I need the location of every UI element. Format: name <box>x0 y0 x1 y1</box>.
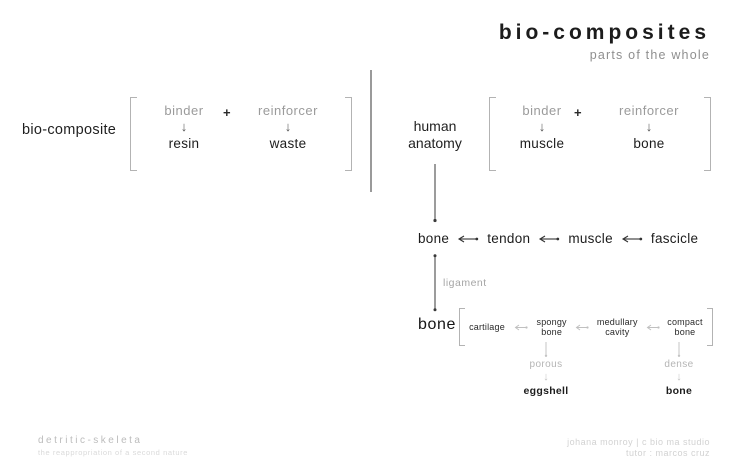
left-arrow-dot-icon <box>621 235 643 242</box>
example-label: eggshell <box>523 385 569 397</box>
right-bracket-close-icon <box>704 97 711 171</box>
compact-bone-branch: dense ↓ bone <box>647 342 711 397</box>
spongy-bone-branch: porous ↓ eggshell <box>514 342 578 397</box>
left-bracket-close-icon <box>345 97 352 171</box>
left-binder-column: binder ↓ resin <box>142 103 226 151</box>
binder-label: binder <box>522 103 562 118</box>
ligament-connector-icon <box>431 254 439 312</box>
down-arrow-icon: ↓ <box>180 119 188 134</box>
chain-item: muscle <box>568 231 613 246</box>
anatomy-down-arrow-icon <box>431 164 439 224</box>
plus-sign: + <box>223 105 231 120</box>
binder-value: muscle <box>519 136 565 151</box>
example-label: bone <box>665 385 693 397</box>
down-connector-icon <box>544 342 548 357</box>
bone-label: bone <box>418 316 456 333</box>
footer-project: detritic-skeleta the reappropriation of … <box>38 435 188 457</box>
right-binder-column: binder ↓ muscle <box>500 103 584 151</box>
chain-item: bone <box>418 231 450 246</box>
chain-item: fascicle <box>650 231 699 246</box>
credit-line: johana monroy | c bio ma studio <box>567 437 710 447</box>
page-title: bio-composites <box>498 21 710 44</box>
footer-credits: johana monroy | c bio ma studio tutor : … <box>567 437 710 459</box>
plus-sign: + <box>574 105 582 120</box>
structure-item: compact bone <box>667 317 703 337</box>
tissue-chain: bone tendon muscle fascicle <box>418 231 698 246</box>
left-arrow-dot-icon <box>514 324 528 330</box>
property-label: dense <box>664 359 694 370</box>
reinforcer-value: bone <box>633 136 665 151</box>
chain-item: tendon <box>487 231 531 246</box>
left-reinforcer-column: reinforcer ↓ waste <box>246 103 330 151</box>
left-formula-label: bio-composite <box>22 122 117 138</box>
binder-value: resin <box>168 136 200 151</box>
project-subtitle: the reappropriation of a second nature <box>38 448 188 457</box>
structure-item: cartilage <box>469 322 505 332</box>
right-formula-label: human anatomy <box>408 118 462 151</box>
left-arrow-dot-icon <box>539 235 560 242</box>
structure-item: spongy bone <box>536 317 567 337</box>
down-arrow-icon: ↓ <box>543 371 549 383</box>
reinforcer-value: waste <box>269 136 307 151</box>
down-arrow-icon: ↓ <box>284 119 292 134</box>
reinforcer-label: reinforcer <box>619 103 679 118</box>
right-bracket-open-icon <box>489 97 496 171</box>
structure-item: medullary cavity <box>596 317 638 337</box>
left-bracket-open-icon <box>130 97 137 171</box>
header: bio-composites parts of the whole <box>499 21 710 62</box>
down-connector-icon <box>677 342 681 357</box>
right-reinforcer-column: reinforcer ↓ bone <box>607 103 691 151</box>
down-arrow-icon: ↓ <box>645 119 653 134</box>
credit-line: tutor : marcos cruz <box>625 448 710 458</box>
binder-label: binder <box>164 103 204 118</box>
page-subtitle: parts of the whole <box>589 48 710 62</box>
project-name: detritic-skeleta <box>38 435 143 446</box>
left-arrow-dot-icon <box>646 324 660 330</box>
hierarchy-bracket-close-icon <box>707 308 713 346</box>
down-arrow-icon: ↓ <box>538 119 546 134</box>
bone-structure-row: cartilage spongy bone medullary cavity c… <box>465 309 705 345</box>
down-arrow-icon: ↓ <box>676 371 682 383</box>
property-label: porous <box>529 359 563 370</box>
reinforcer-label: reinforcer <box>258 103 318 118</box>
left-arrow-dot-icon <box>575 324 589 330</box>
left-arrow-dot-icon <box>458 235 479 242</box>
hierarchy-bracket-open-icon <box>459 308 465 346</box>
vertical-divider <box>370 70 372 192</box>
ligament-label: ligament <box>443 277 487 289</box>
